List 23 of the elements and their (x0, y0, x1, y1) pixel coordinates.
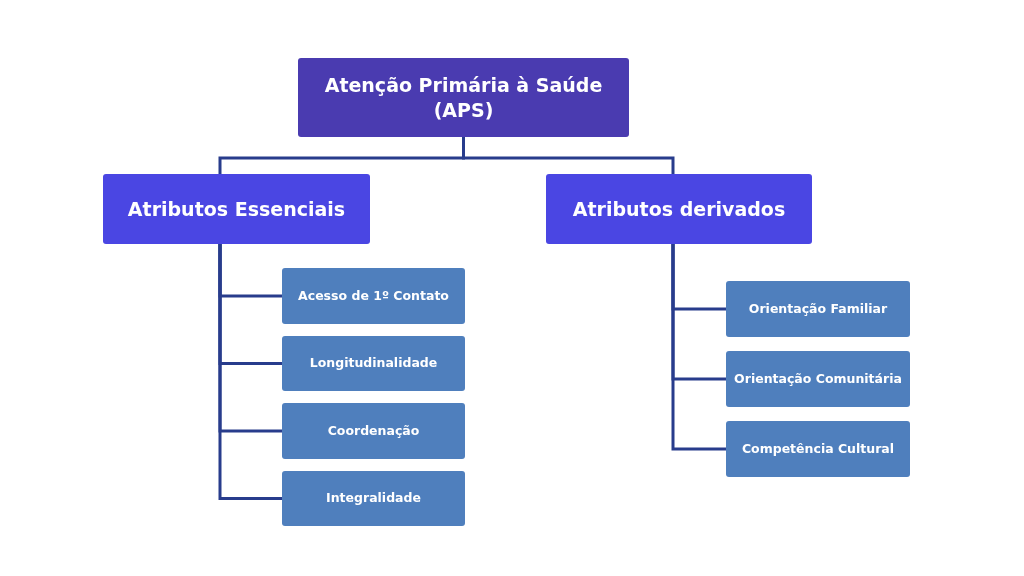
box-label: Orientação Familiar (748, 300, 888, 318)
category-box (298, 58, 629, 137)
category-box (282, 403, 465, 459)
category-box (282, 336, 465, 391)
box-label: Competência Cultural (741, 440, 895, 458)
box-label: Orientação Comunitária (734, 370, 902, 388)
box-label: Atributos derivados (572, 196, 786, 222)
connector-line (671, 244, 726, 451)
box-label: Integralidade (326, 490, 421, 507)
connector-line (218, 244, 282, 500)
category-box (282, 471, 465, 526)
box-label: Atenção Primária à Saúde (APS) (323, 72, 604, 123)
category-box (726, 421, 910, 477)
box-label: Acesso de 1º Contato (298, 287, 449, 305)
category-box (726, 281, 910, 337)
category-box (282, 268, 465, 324)
category-box (546, 174, 812, 244)
category-box (726, 351, 910, 407)
box-label: Longitudinalidade (309, 355, 438, 372)
category-box (103, 174, 370, 244)
connector-line (462, 137, 675, 174)
box-label: Atributos Essenciais (127, 196, 346, 222)
box-label: Coordenação (327, 422, 420, 440)
